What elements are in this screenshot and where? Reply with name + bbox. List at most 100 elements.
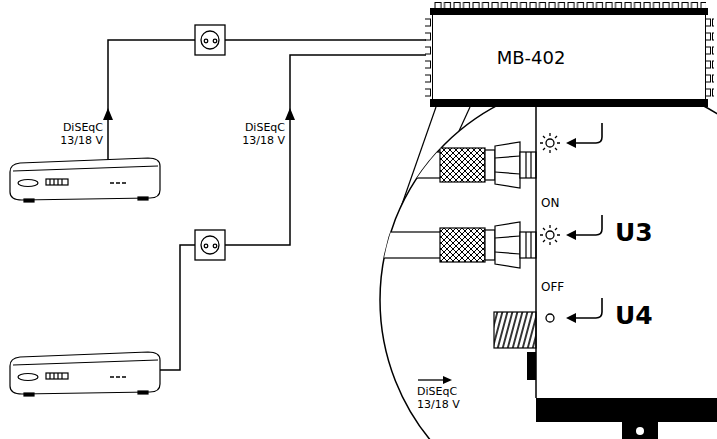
housing-base <box>536 398 717 422</box>
multiswitch-housing <box>425 2 714 107</box>
signal-arrow <box>103 108 295 120</box>
multiswitch-housing <box>430 99 708 107</box>
coax-cable <box>370 152 442 178</box>
coax-cable <box>440 228 485 262</box>
satellite-receiver <box>138 197 148 200</box>
wall-socket <box>201 236 219 254</box>
output-arrow <box>574 215 602 235</box>
wall-socket <box>201 31 219 49</box>
satellite-receiver <box>24 393 34 396</box>
satellite-receiver <box>10 158 160 202</box>
multiswitch-housing <box>425 18 433 102</box>
arrow-head <box>566 138 576 148</box>
status-label: OFF <box>540 280 565 294</box>
signal-arrow <box>285 108 295 120</box>
multiswitch-box: MB-402 <box>432 14 706 100</box>
output-arrow <box>574 123 602 318</box>
multiswitch-housing <box>430 8 708 15</box>
arrow-head <box>566 230 576 240</box>
coax-wire <box>225 55 426 245</box>
status-label: ON <box>540 196 560 210</box>
satellite-receiver <box>10 352 160 396</box>
satellite-receiver <box>46 373 68 379</box>
satellite-receiver <box>13 166 158 171</box>
satellite-receiver <box>18 374 38 381</box>
led-on-icon <box>546 231 554 239</box>
satellite-receiver <box>138 391 148 394</box>
panel-edge <box>535 100 537 398</box>
coax-cable <box>530 152 531 178</box>
coax-cable <box>360 222 536 268</box>
satellite-receiver <box>13 360 158 365</box>
output-arrow <box>574 298 602 318</box>
multiswitch-housing <box>706 18 714 102</box>
satellite-receiver <box>50 179 62 185</box>
coax-wire <box>225 39 426 41</box>
coax-wire <box>160 245 195 370</box>
satellite-receiver <box>10 158 160 200</box>
led-on-icon <box>540 225 560 245</box>
signal-arrow <box>443 376 452 384</box>
output-arrow <box>574 123 602 143</box>
coax-cable <box>520 232 536 258</box>
wall-socket <box>213 244 217 248</box>
wall-socket <box>195 25 225 55</box>
satellite-receiver <box>46 179 68 185</box>
coax-wire <box>108 40 195 160</box>
wall-socket <box>204 39 208 43</box>
coax-cable <box>485 230 495 260</box>
mount-tab <box>622 420 658 439</box>
wall-socket <box>213 39 217 43</box>
led-off-icon <box>546 314 554 322</box>
satellite-receiver <box>10 352 160 394</box>
signal-label: DiSEqC 13/18 V <box>230 121 286 147</box>
multiswitch-housing <box>434 2 706 9</box>
satellite-receiver <box>24 199 34 202</box>
coax-cable <box>525 232 526 258</box>
output-name: U3 <box>614 218 654 248</box>
coax-cable <box>525 152 526 178</box>
coax-cable <box>360 232 442 258</box>
satellite-receiver <box>110 182 126 184</box>
coax-cable <box>495 222 520 268</box>
coax-cable <box>495 142 520 188</box>
coax-cable <box>495 252 520 254</box>
led-on-icon <box>546 139 554 147</box>
arrow-head <box>566 138 576 323</box>
arrow-head <box>566 313 576 323</box>
coax-cable <box>370 142 536 188</box>
wall-socket <box>195 230 225 260</box>
wall-socket <box>195 25 225 55</box>
coax-cable <box>520 152 536 178</box>
node-label: MB-402 <box>497 47 566 68</box>
panel-stub <box>527 352 536 380</box>
led-on-icon <box>540 225 560 245</box>
coax-cable <box>440 148 485 182</box>
zoom-circle <box>380 80 717 439</box>
signal-label: DiSEqC 13/18 V <box>416 385 474 411</box>
coax-cable <box>485 150 495 180</box>
zoom-detail <box>360 100 717 439</box>
output-name: U4 <box>614 301 654 331</box>
mount-hole <box>636 427 644 435</box>
signal-label: DiSEqC 13/18 V <box>48 121 104 147</box>
satellite-receiver <box>110 376 126 378</box>
coax-cable <box>495 156 520 158</box>
satellite-receiver <box>50 373 62 379</box>
signal-arrow <box>418 379 444 380</box>
coax-cable <box>530 232 531 258</box>
f-connector <box>494 312 536 348</box>
signal-arrow <box>418 376 452 384</box>
led-on-icon <box>540 133 560 153</box>
coax-wire <box>108 40 426 370</box>
led-on-icon <box>540 133 560 153</box>
coax-cable <box>495 236 520 238</box>
satellite-receiver <box>18 180 38 187</box>
f-connector <box>494 312 536 348</box>
wall-socket <box>204 244 208 248</box>
